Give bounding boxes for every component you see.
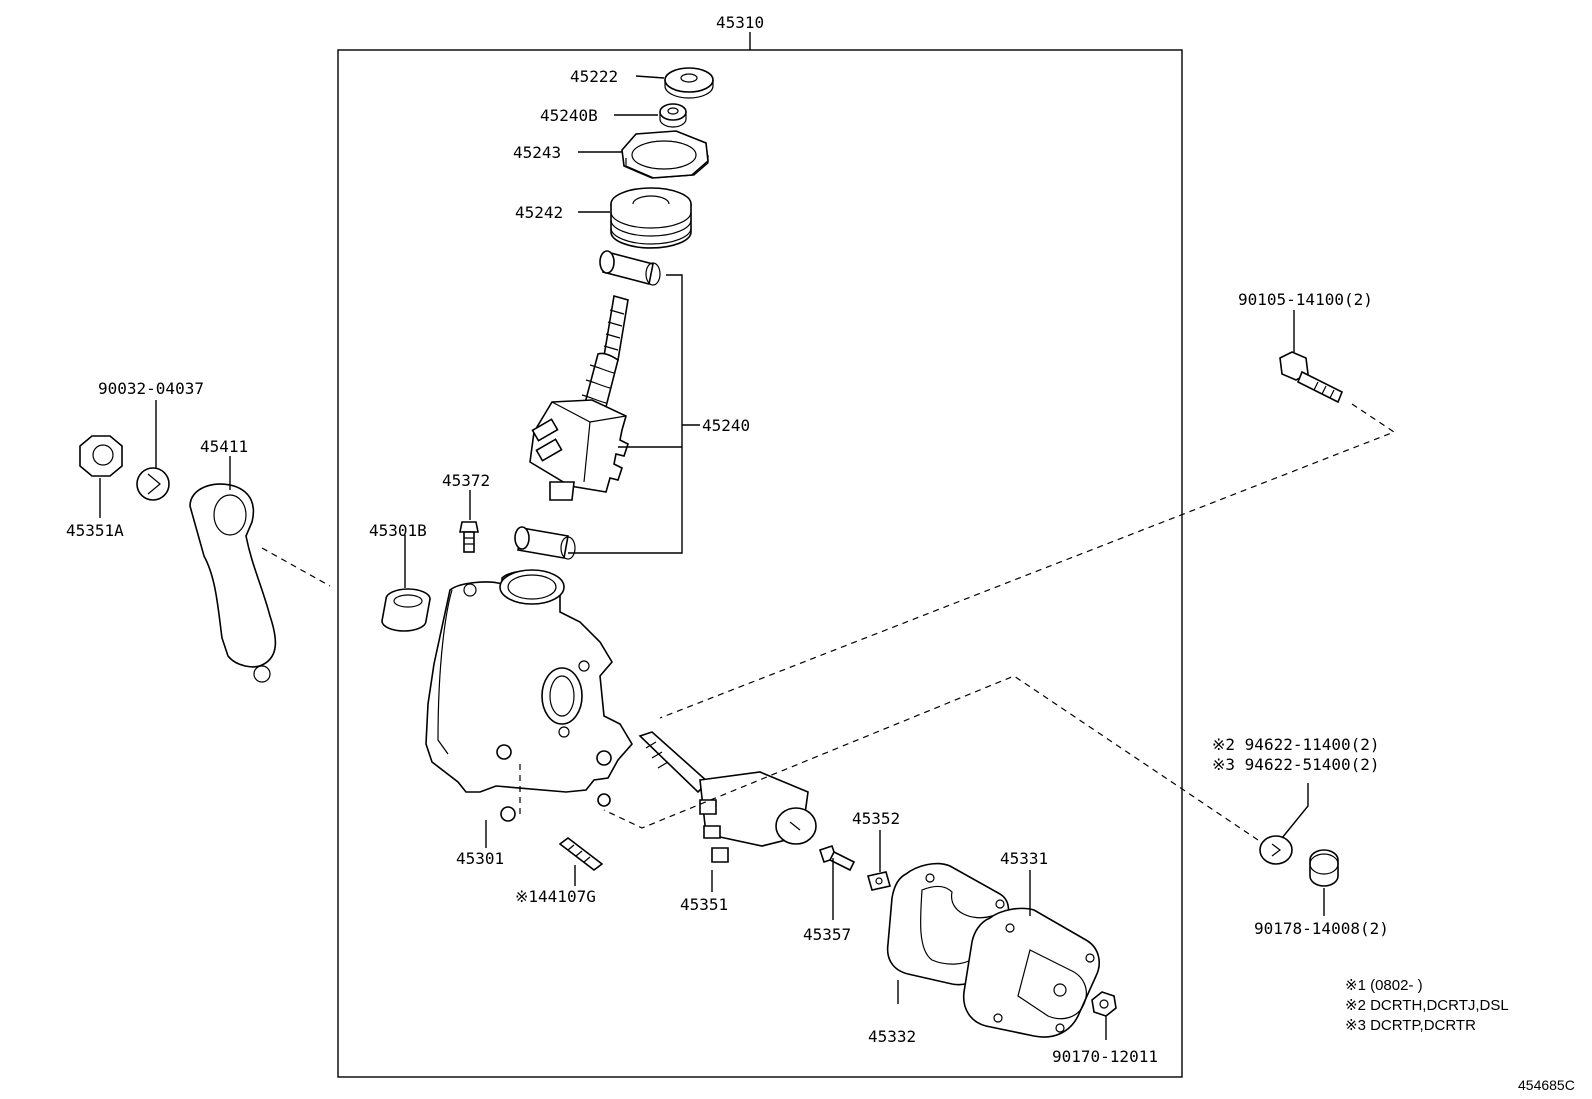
part-45222-washer[interactable] <box>664 67 714 99</box>
label-90170[interactable]: 90170-12011 <box>1052 1047 1158 1066</box>
assembly-frame <box>337 49 1183 1078</box>
label-45242[interactable]: 45242 <box>515 203 563 222</box>
part-45372-plug[interactable] <box>459 521 479 553</box>
part-45243-locknut[interactable] <box>621 130 709 179</box>
part-45351-sector-shaft[interactable] <box>638 731 817 863</box>
label-45352[interactable]: 45352 <box>852 809 900 828</box>
part-94622-washer[interactable] <box>1259 835 1293 865</box>
part-90178-collar[interactable] <box>1309 849 1339 887</box>
label-90105[interactable]: 90105-14100(2) <box>1238 290 1373 309</box>
dashed-washer-link <box>603 675 1259 841</box>
part-45351A-nut[interactable] <box>79 435 123 477</box>
label-45411[interactable]: 45411 <box>200 437 248 456</box>
label-45332[interactable]: 45332 <box>868 1027 916 1046</box>
label-45243[interactable]: 45243 <box>513 143 561 162</box>
dashed-pitman-link <box>261 547 331 587</box>
label-45222[interactable]: 45222 <box>570 67 618 86</box>
part-45411-pitman-arm[interactable] <box>189 483 277 683</box>
part-45242-adjusting-screw[interactable] <box>610 187 692 249</box>
note-2: ※2 DCRTH,DCRTJ,DSL <box>1345 997 1509 1014</box>
label-45240[interactable]: 45240 <box>702 416 750 435</box>
label-90178[interactable]: 90178-14008(2) <box>1254 919 1389 938</box>
part-45240B-nut[interactable] <box>659 103 687 128</box>
label-45301[interactable]: 45301 <box>456 849 504 868</box>
part-45301-gear-housing[interactable] <box>425 569 633 822</box>
bracket-45240 <box>568 274 683 554</box>
label-45357[interactable]: 45357 <box>803 925 851 944</box>
label-144107G[interactable]: ※144107G <box>515 887 596 906</box>
part-45352-shim[interactable] <box>866 871 892 891</box>
label-45351A[interactable]: 45351A <box>66 521 124 540</box>
part-90105-bolt[interactable] <box>1279 351 1344 404</box>
label-90032[interactable]: 90032-04037 <box>98 379 204 398</box>
part-90032-washer[interactable] <box>136 467 170 501</box>
label-45301B[interactable]: 45301B <box>369 521 427 540</box>
part-144107G-stud[interactable] <box>558 836 604 872</box>
part-upper-bearing[interactable] <box>599 250 661 286</box>
label-45372[interactable]: 45372 <box>442 471 490 490</box>
part-45240-worm-shaft[interactable] <box>529 294 629 501</box>
dashed-bolt-link <box>659 403 1396 719</box>
part-45331-side-cover[interactable] <box>962 907 1100 1038</box>
part-90170-nut[interactable] <box>1091 991 1117 1017</box>
note-3: ※3 DCRTP,DCRTR <box>1345 1017 1476 1034</box>
label-45351[interactable]: 45351 <box>680 895 728 914</box>
part-lower-bearing[interactable] <box>514 526 576 560</box>
label-45331[interactable]: 45331 <box>1000 849 1048 868</box>
label-94622-b[interactable]: ※3 94622-51400(2) <box>1212 755 1380 774</box>
label-45310[interactable]: 45310 <box>716 13 764 32</box>
diagram-code: 454685C <box>1518 1077 1575 1093</box>
part-45357-adjust-screw[interactable] <box>818 844 856 872</box>
part-45301B-oil-seal[interactable] <box>381 588 431 632</box>
note-1: ※1 (0802- ) <box>1345 977 1423 994</box>
label-45240B[interactable]: 45240B <box>540 106 598 125</box>
label-94622-a[interactable]: ※2 94622-11400(2) <box>1212 735 1380 754</box>
